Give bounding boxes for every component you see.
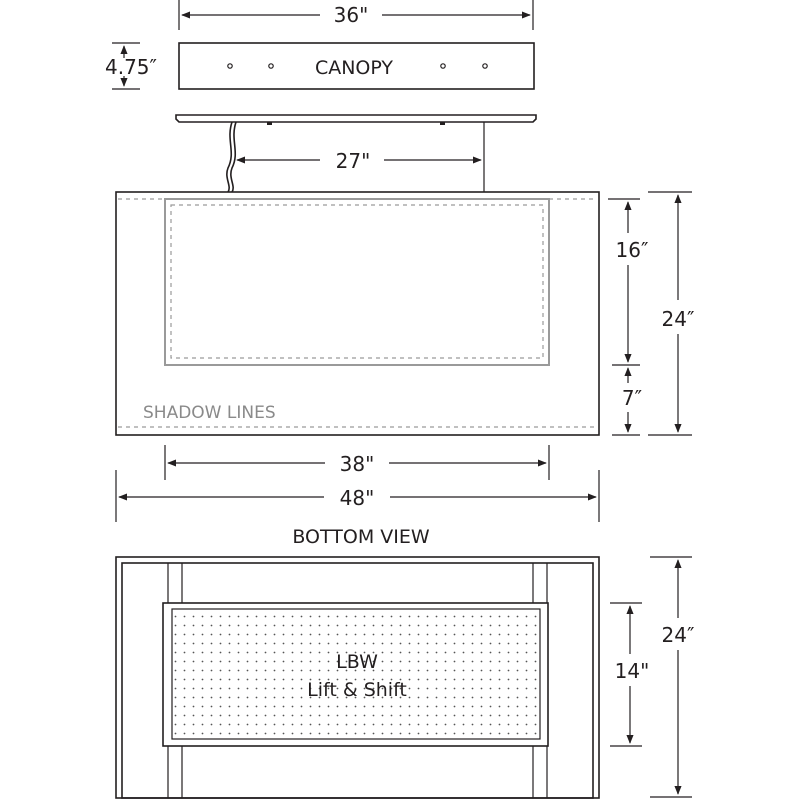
bottom-view-frame xyxy=(115,556,600,799)
stem-spacing-label: 27" xyxy=(336,149,371,173)
shade-total-height-dimension: 24″ xyxy=(648,191,695,436)
total-width-label: 48" xyxy=(340,486,375,510)
inner-width-label: 38" xyxy=(340,452,375,476)
canopy-width-dimension: 36" xyxy=(178,0,534,30)
canopy-width-label: 36" xyxy=(334,3,369,27)
bottom-total-height-dimension: 24″ xyxy=(650,556,695,798)
diffuser-height-label: 14" xyxy=(615,659,650,683)
shade-front-view: SHADOW LINES xyxy=(115,191,600,436)
shadow-lines-label: SHADOW LINES xyxy=(143,403,276,423)
canopy-height-label: 4.75″ xyxy=(105,55,157,79)
inner-width-dimension: 38" xyxy=(164,445,550,480)
shade-total-height-label: 24″ xyxy=(662,307,695,331)
power-cord xyxy=(226,121,237,193)
bottom-total-height-label: 24″ xyxy=(662,623,695,647)
mounting-plate xyxy=(175,114,537,125)
lower-shade-height-dimension: 7″ xyxy=(612,367,642,436)
stem-spacing-dimension: 27" xyxy=(236,149,482,173)
lower-shade-height-label: 7″ xyxy=(622,386,642,410)
total-width-dimension: 48" xyxy=(115,470,600,522)
diffuser-panel: LBW Lift & Shift xyxy=(162,602,549,747)
inner-shade-outline xyxy=(164,198,550,366)
diffuser-height-dimension: 14" xyxy=(610,602,650,747)
inner-shade-height-label: 16″ xyxy=(616,238,649,262)
canopy-label: CANOPY xyxy=(315,57,393,79)
diffuser-label-line1: LBW xyxy=(336,651,378,673)
canopy-height-dimension: 4.75″ xyxy=(105,42,157,90)
canopy: CANOPY xyxy=(178,42,535,90)
inner-shade-height-dimension: 16″ xyxy=(608,198,649,366)
diffuser-label-line2: Lift & Shift xyxy=(307,679,407,701)
bottom-view-title: BOTTOM VIEW xyxy=(292,526,430,548)
